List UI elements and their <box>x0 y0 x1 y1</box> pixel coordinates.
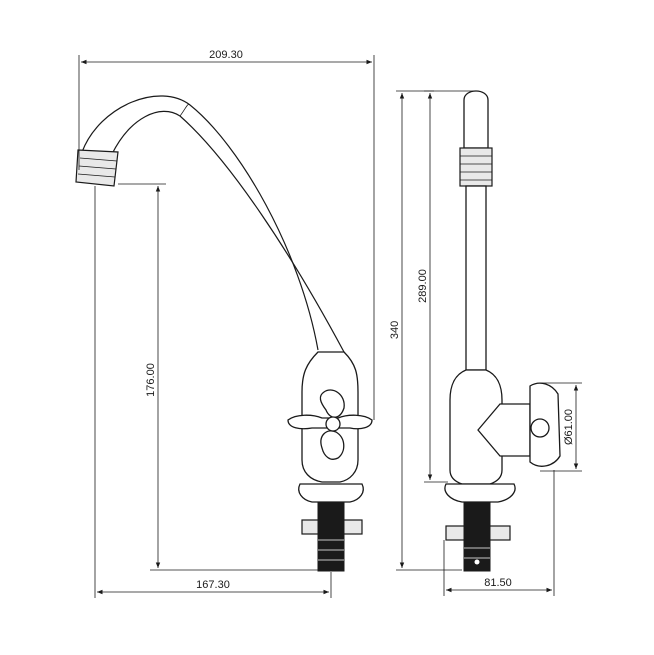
front-spout-outer <box>81 95 319 351</box>
dim-handle-diameter: Ø61.00 <box>563 409 575 445</box>
dim-side-height: 289.00 <box>417 269 429 303</box>
side-aerator <box>459 147 493 187</box>
side-handle-hub <box>530 418 550 438</box>
side-tube <box>465 185 487 371</box>
dimension-lines <box>78 55 582 598</box>
front-aerator <box>75 149 119 187</box>
dimension-labels: 209.30 167.30 176.00 340 289.00 Ø61.00 8… <box>145 49 575 591</box>
dim-spout-reach: 167.30 <box>196 579 230 591</box>
front-shank <box>317 502 345 572</box>
front-spout-inner <box>111 110 345 353</box>
dim-overall-width: 209.30 <box>209 49 243 61</box>
side-base-flange <box>444 483 516 503</box>
front-view <box>75 95 373 572</box>
front-base-flange <box>298 483 364 503</box>
dim-spout-outlet-height: 176.00 <box>145 363 157 397</box>
side-spout-tip <box>463 90 489 149</box>
side-view <box>444 90 561 572</box>
dim-side-depth: 81.50 <box>484 577 512 589</box>
front-cross-handle <box>287 389 373 460</box>
dim-total-height: 340 <box>389 321 401 339</box>
